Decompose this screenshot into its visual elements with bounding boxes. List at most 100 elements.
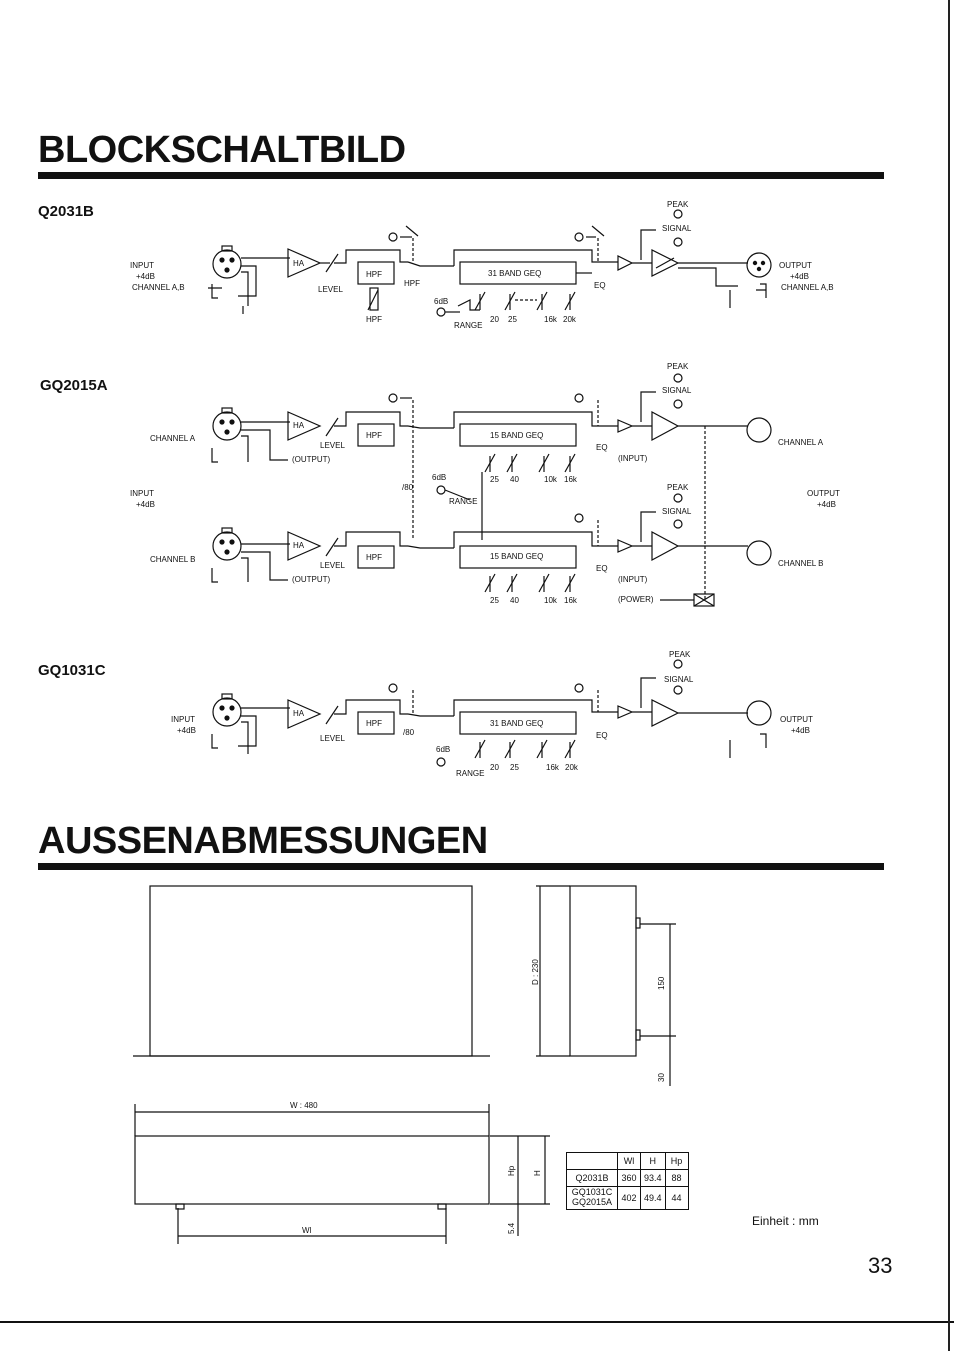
gq1031c-f1: 20 [490,763,499,772]
gq1031c-hpf-label: HPF [366,719,382,728]
q2031b-level-label: LEVEL [318,285,343,294]
q2031b-hpf-below-label: HPF [366,315,382,324]
q2031b-hpf-block [357,261,395,285]
q2031b-6db-label: 6dB [434,297,448,306]
gq1031c-f2: 25 [510,763,519,772]
q2031b-signal-led-icon [673,237,683,247]
unit-label: Einheit : mm [752,1214,819,1228]
q2031b-input-label: INPUT [130,261,154,270]
gq2015a-power: (POWER) [618,595,654,604]
model-q2031b: Q2031B [38,203,94,220]
dimensions-drawing [133,885,676,1244]
table-cell: 93.4 [640,1169,666,1187]
q2031b-ha-label: HA [293,259,305,268]
gq2015a-f3-a: 10k [544,475,558,484]
gq1031c-peak-label: PEAK [669,650,691,659]
q2031b-eq-label: EQ [594,281,606,290]
gq2015a-level-a: LEVEL [320,441,345,450]
q2031b-hpf-label: HPF [366,270,382,279]
q2031b-diagram [208,209,772,317]
gq2015a-channel-a: CHANNEL A [150,434,196,443]
gq1031c-eq-label: EQ [596,731,608,740]
table-header-cell [566,1152,618,1170]
front-view-box [149,885,473,1057]
heading-rule-1 [38,172,884,179]
gq2015a-signal-b: SIGNAL [662,507,692,516]
gq2015a-output-label: OUTPUT [807,489,840,498]
gq2015a-f4-b: 16k [564,596,578,605]
table-header-cell: Hp [664,1152,689,1170]
table-cell: 44 [664,1186,689,1210]
gq2015a-eq-b: EQ [596,564,608,573]
gq2015a-peak-b: PEAK [667,483,689,492]
model-gq2015a: GQ2015A [40,377,108,394]
q2031b-xlr-output-icon [746,252,772,278]
gq2015a-hpf-a: HPF [366,431,382,440]
model-gq1031c: GQ1031C [38,662,106,679]
gq2015a-f1-a: 25 [490,475,499,484]
q2031b-channel-label: CHANNEL A,B [132,283,185,292]
gq1031c-signal-label: SIGNAL [664,675,694,684]
gq2015a-range: RANGE [449,497,477,506]
q2031b-f4: 20k [563,315,577,324]
gq2015a-output-a: (OUTPUT) [292,455,331,464]
gq2015a-geq-b: 15 BAND GEQ [490,552,543,561]
table-header-cell: Wl [617,1152,641,1170]
gq2015a-f3-b: 10k [544,596,558,605]
heading-rule-2 [38,863,884,870]
q2031b-signal-label: SIGNAL [662,224,692,233]
gq2015a-input-level: +4dB [136,500,155,509]
gq1031c-f4: 20k [565,763,579,772]
table-cell: 402 [617,1186,641,1210]
gq2015a-ha-a: HA [293,421,305,430]
gq1031c-output-label: OUTPUT [780,715,813,724]
q2031b-f3: 16k [544,315,558,324]
q2031b-output-level: +4dB [790,272,809,281]
gq2015a-out-channel-a: CHANNEL A [778,438,824,447]
width-label: W : 480 [290,1101,318,1110]
q2031b-peak-led-icon [673,209,683,219]
gq2015a-ha-b: HA [293,541,305,550]
gq1031c-6db-label: 6dB [436,745,450,754]
q2031b-led-icon [388,232,398,242]
h-label: H [533,1170,542,1176]
gq1031c-input-label: INPUT [171,715,195,724]
table-cell: 360 [617,1169,641,1187]
right-edge-line [948,0,950,1351]
q2031b-hpf-switch-label: HPF [404,279,420,288]
gq2015a-6db: 6dB [432,473,446,482]
table-row: Q2031B 360 93.4 88 [566,1169,689,1187]
q2031b-output-label: OUTPUT [779,261,812,270]
q2031b-peak-label: PEAK [667,200,689,209]
table-cell: Q2031B [566,1169,618,1187]
gq1031c-output-level: +4dB [791,726,810,735]
gq1031c-level-label: LEVEL [320,734,345,743]
gq2015a-geq-a: 15 BAND GEQ [490,431,543,440]
depth-label: D : 230 [531,959,540,985]
table-cell: GQ1031C GQ2015A [566,1186,618,1210]
gq2015a-input-small-a: (INPUT) [618,454,648,463]
q2031b-geq-label: 31 BAND GEQ [488,269,541,278]
table-header-cell: H [640,1152,666,1170]
heading-blockschaltbild: BLOCKSCHALTBILD [38,129,406,171]
gq2015a-f2-b: 40 [510,596,519,605]
table-cell: 88 [664,1169,689,1187]
q2031b-f1: 20 [490,315,499,324]
q2031b-ha-amp-icon [287,248,322,278]
dim-30-label: 30 [657,1073,666,1082]
gq1031c-range-label: RANGE [456,769,484,778]
gq2015a-output-level: +4dB [817,500,836,509]
table-row: GQ1031C GQ2015A 402 49.4 44 [566,1186,689,1210]
gq2015a-input-label: INPUT [130,489,154,498]
gq2015a-slash80: /80 [402,483,414,492]
gq2015a-f4-a: 16k [564,475,578,484]
q2031b-input-level: +4dB [136,272,155,281]
table-header-row: Wl H Hp [566,1152,689,1170]
gq2015a-signal-a: SIGNAL [662,386,692,395]
gq2015a-f1-b: 25 [490,596,499,605]
gq1031c-geq-label: 31 BAND GEQ [490,719,543,728]
gq2015a-channel-b: CHANNEL B [150,555,196,564]
q2031b-f2: 25 [508,315,517,324]
gq1031c-diagram [211,659,772,767]
